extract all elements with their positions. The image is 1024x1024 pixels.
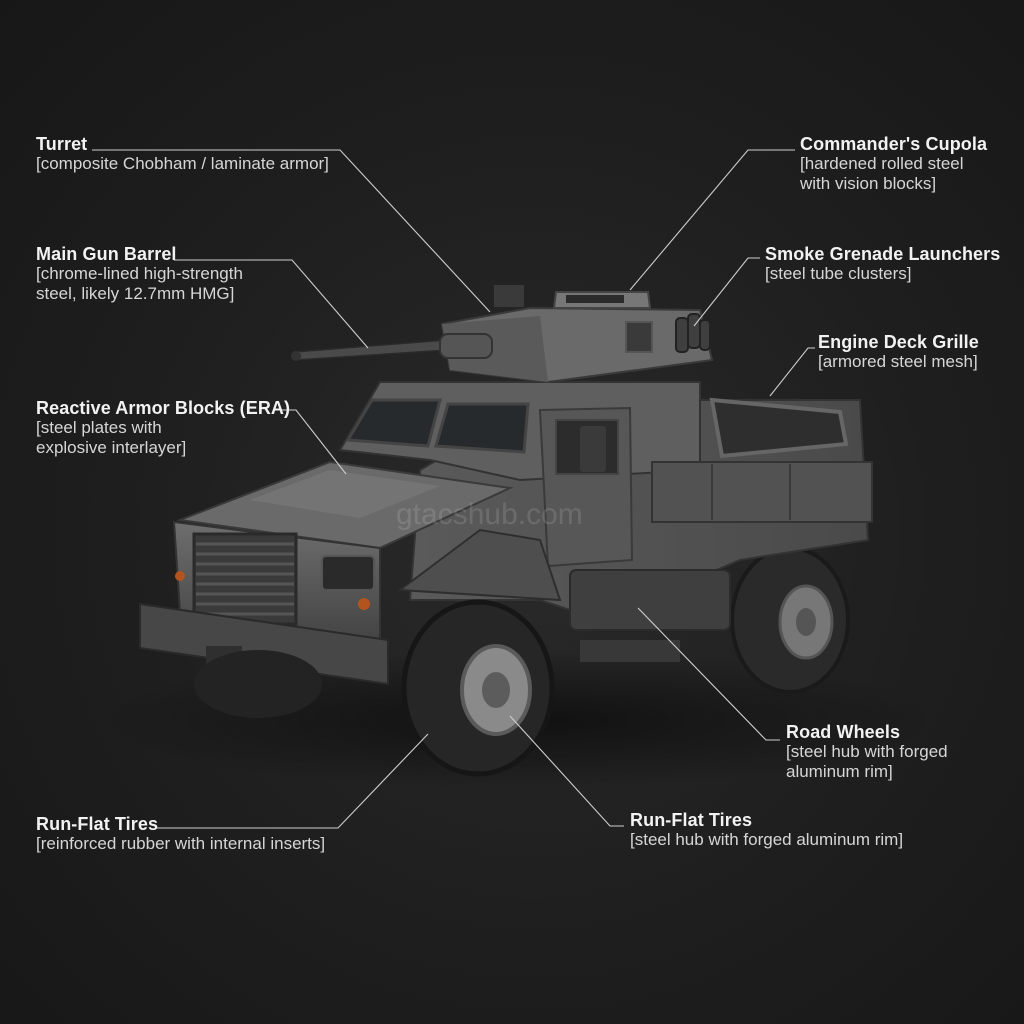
callout-title: Main Gun Barrel [36,244,177,264]
callout-title: Commander's Cupola [800,134,988,154]
callout-tires-left: Run-Flat Tires [reinforced rubber with i… [36,814,325,854]
gun-mantlet [439,333,493,359]
callout-desc: [hardened rolled steel with vision block… [800,154,964,193]
callout-desc: [steel hub with forged aluminum rim] [786,742,948,781]
muzzle [291,351,301,361]
front-wheel [401,599,555,777]
watermark: gtacshub.com [396,498,583,531]
windshield-right [434,402,530,454]
leader-road-wheels [637,607,780,741]
callout-cupola: Commander's Cupola [hardened rolled stee… [800,134,987,194]
leader-gun [174,259,369,349]
leader-grille [769,347,815,397]
leader-smoke [693,257,760,327]
smoke-launchers [675,313,711,353]
leader-turret [92,149,491,313]
leader-tires-right [509,715,624,827]
gun-barrel [293,339,449,361]
callout-desc: [steel hub with forged aluminum rim] [630,830,904,849]
callout-title: Run-Flat Tires [630,810,753,830]
callout-grille: Engine Deck Grille [armored steel mesh] [818,332,979,372]
callout-road-wheels: Road Wheels [steel hub with forged alumi… [786,722,948,782]
headlight [321,555,375,591]
step [580,640,680,662]
callout-desc: [steel tube clusters] [765,264,912,283]
grille-slats [196,542,294,616]
callout-title: Run-Flat Tires [36,814,159,834]
fuel-tank [569,569,731,631]
vision-blocks [566,295,624,303]
hood-raised-panel [250,470,440,518]
callout-desc: [chrome-lined high-strength steel, likel… [36,264,243,303]
callout-title: Reactive Armor Blocks (ERA) [36,398,291,418]
callout-era: Reactive Armor Blocks (ERA) [steel plate… [36,398,290,458]
turret-hatch-window [625,321,653,353]
callout-turret: Turret [composite Chobham / laminate arm… [36,134,329,174]
side-mirror [580,426,606,472]
rear-wheel [730,546,850,694]
turret-front [442,316,548,382]
front-grille [192,532,298,626]
leader-era [276,409,347,475]
indicator-light-left [175,571,185,581]
callout-title: Turret [36,134,88,154]
callout-desc: [reinforced rubber with internal inserts… [36,834,326,853]
storage-boxes [651,461,873,523]
callout-title: Smoke Grenade Launchers [765,244,1001,264]
callout-desc: [armored steel mesh] [818,352,978,371]
front-fender [397,528,562,602]
callout-title: Engine Deck Grille [818,332,979,352]
callout-desc: [composite Chobham / laminate armor] [36,154,329,173]
windshield-left [345,398,442,448]
callout-desc: [steel plates with explosive interlayer] [36,418,187,457]
callout-smoke: Smoke Grenade Launchers [steel tube clus… [765,244,1000,284]
leader-lines [92,149,815,829]
indicator-light [358,598,370,610]
leader-tires-left [156,733,429,829]
callout-title: Road Wheels [786,722,901,742]
callout-tires-right: Run-Flat Tires [steel hub with forged al… [630,810,903,850]
front-bumper [139,602,389,686]
front-left-wheel [194,650,322,718]
callout-gun: Main Gun Barrel [chrome-lined high-stren… [36,244,243,304]
leader-cupola [629,149,795,291]
engine-grille [709,397,849,459]
periscope [494,285,524,307]
